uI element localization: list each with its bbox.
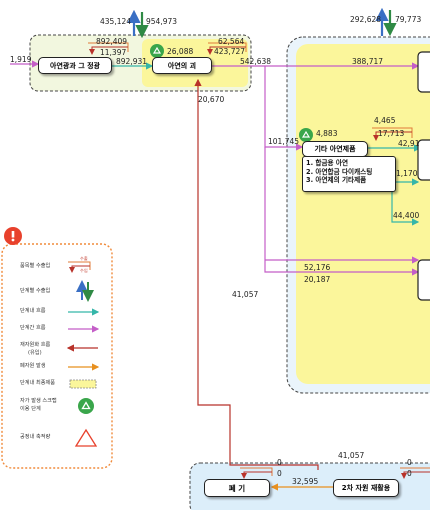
flow-value: 20,187: [304, 275, 331, 284]
list-item: 2. 아연합금 다이캐스팅: [306, 167, 373, 176]
legend-box: [1, 243, 113, 469]
flow-value: 0: [277, 458, 282, 467]
zinc-metal-node[interactable]: 아연의 괴: [152, 57, 212, 74]
flow-value: 1,170: [396, 169, 418, 178]
flow-value: 42,91: [398, 139, 420, 148]
recycle-icon-other: [299, 128, 313, 142]
flow-value: 0: [407, 458, 412, 467]
legend-import-export-arrows-icon: [68, 261, 91, 273]
right-node-low-partial: [417, 259, 430, 301]
list-item: 1. 합금용 아연: [306, 159, 349, 167]
recycle-icon-metal: [150, 44, 164, 58]
flow-value: 20,670: [198, 95, 225, 104]
scrap-node[interactable]: 폐 기: [204, 479, 270, 497]
legend-label: 공정내 축적량: [20, 434, 51, 440]
legend-label: 재자원화 흐름: [20, 342, 51, 348]
flow-value: 4,465: [374, 116, 396, 125]
legend-label: (유입): [28, 350, 42, 356]
legend-label: 단계내 흐름: [20, 308, 46, 314]
legend-label: 단계간 흐름: [20, 325, 46, 331]
flow-value: 423,727: [214, 47, 246, 56]
list-item: 3. 아연제의 기타제품: [306, 176, 367, 185]
flow-value: 388,717: [352, 57, 384, 66]
legend-label: 폐자원 발생: [20, 363, 46, 369]
legend-final-product-icon: [69, 379, 97, 389]
secondary-recycling-node[interactable]: 2차 자원 재활용: [333, 479, 399, 497]
ore-node[interactable]: 아연광과 그 정광: [38, 57, 112, 74]
legend-label: 품목별 수출입: [20, 263, 51, 269]
legend-mini-label: 수출: [80, 256, 88, 261]
legend-stage-import-export-icon: [76, 280, 94, 302]
flow-value: 1,919: [10, 55, 32, 64]
flow-value: 0: [277, 469, 282, 478]
legend-label: 단계내 최종제품: [20, 380, 56, 386]
flow-value: 52,176: [304, 263, 331, 272]
legend-label: 자가 발생 스크랩: [20, 398, 57, 404]
legend-label: 이용 단계: [20, 406, 41, 412]
other-products-stage: [296, 44, 430, 384]
legend-mini-label: 수입: [80, 268, 88, 273]
alert-icon: [4, 227, 22, 245]
flow-value: 44,400: [393, 211, 420, 220]
flow-value: 4,883: [316, 129, 338, 138]
flow-value: 892,931: [116, 57, 148, 66]
flow-value: 101,745: [268, 137, 300, 146]
legend-label: 단계별 수출입: [20, 288, 51, 294]
flow-value: 892,409: [96, 37, 128, 46]
ore-node-label: 아연광과 그 정광: [50, 61, 100, 70]
flow-value: 0: [407, 469, 412, 478]
flow-value: 435,124: [100, 17, 132, 26]
flow-value: 26,088: [167, 47, 194, 56]
other-products-list: 1. 합금용 아연 2. 아연합금 다이캐스팅 3. 아연제의 기타제품: [302, 156, 396, 192]
flow-value: 11,397: [100, 48, 127, 57]
flow-value: 542,638: [240, 57, 272, 66]
flow-value: 41,057: [232, 290, 259, 299]
scrap-node-label: 폐 기: [228, 483, 246, 493]
flow-value: 17,713: [378, 129, 405, 138]
secondary-recycling-node-label: 2차 자원 재활용: [341, 484, 391, 492]
right-node-top-partial: [417, 51, 430, 93]
flow-value: 292,628: [350, 15, 382, 24]
zinc-metal-node-label: 아연의 괴: [167, 61, 197, 70]
flow-value: 32,595: [292, 477, 319, 486]
flow-value: 79,773: [395, 15, 422, 24]
legend-accumulation-triangle-icon: [74, 428, 98, 447]
other-products-node[interactable]: 기타 아연제품: [302, 141, 368, 157]
flow-value: 954,973: [146, 17, 178, 26]
right-node-mid-partial: [417, 139, 430, 181]
flow-value: 41,057: [338, 451, 365, 460]
flow-value: 62,564: [218, 37, 245, 46]
legend-recycle-icon: [78, 398, 94, 414]
other-products-node-label: 기타 아연제품: [314, 145, 356, 153]
